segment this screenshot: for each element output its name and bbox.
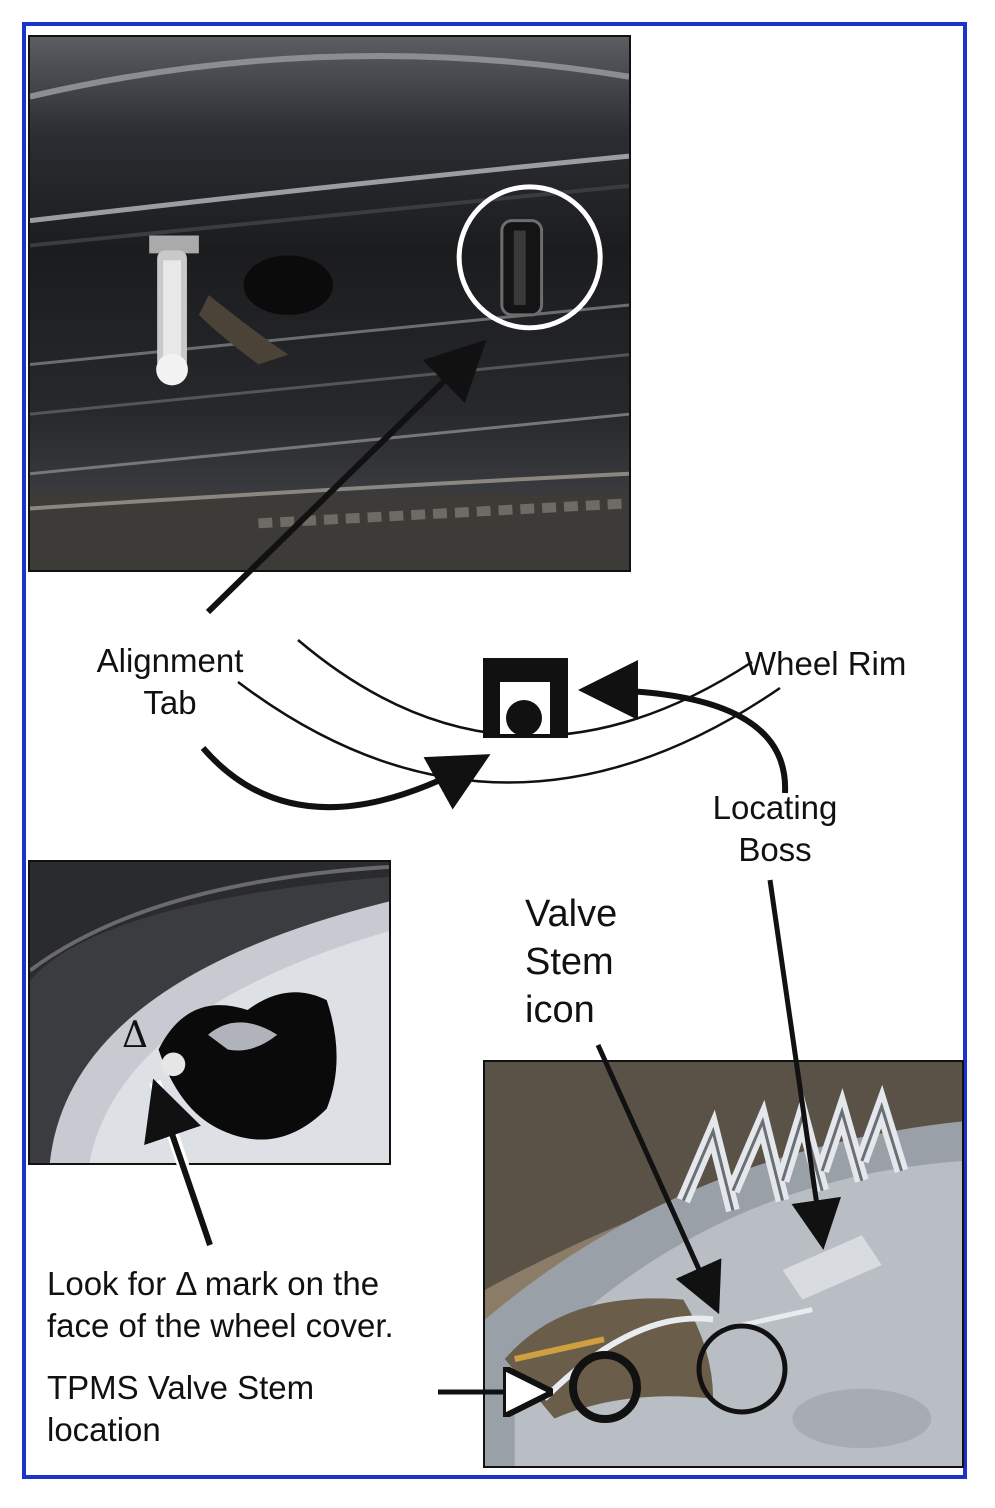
label-tpms-location-line2: location (47, 1411, 161, 1448)
delta-mark-symbol: Δ (122, 1015, 148, 1056)
label-wheel-rim: Wheel Rim (745, 645, 907, 682)
label-alignment-tab-line2: Tab (143, 684, 197, 721)
label-look-for-mark-line1: Look for Δ mark on the (47, 1265, 380, 1302)
label-valve-stem-icon: Valve Stem icon (525, 890, 617, 1034)
photo-rim-alignment-tab (28, 35, 631, 572)
label-locating-boss: Locating Boss (690, 787, 860, 871)
label-locating-boss-line1: Locating (712, 789, 838, 826)
label-alignment-tab-line1: Alignment (96, 642, 244, 679)
photo-cover-underside (483, 1060, 964, 1468)
label-valve-stem-icon-line3: icon (525, 989, 595, 1031)
label-tpms-location-line1: TPMS Valve Stem (47, 1369, 315, 1406)
photo-wheel-cover-delta (28, 860, 391, 1165)
label-valve-stem-icon-line1: Valve (525, 893, 618, 935)
label-tpms-location: TPMS Valve Stem location (47, 1367, 314, 1451)
label-locating-boss-line2: Boss (738, 831, 812, 868)
label-look-for-mark-line2: face of the wheel cover. (47, 1307, 394, 1344)
label-valve-stem-icon-line2: Stem (525, 941, 614, 983)
label-alignment-tab: Alignment Tab (80, 640, 260, 724)
label-look-for-mark: Look for Δ mark on the face of the wheel… (47, 1263, 394, 1347)
